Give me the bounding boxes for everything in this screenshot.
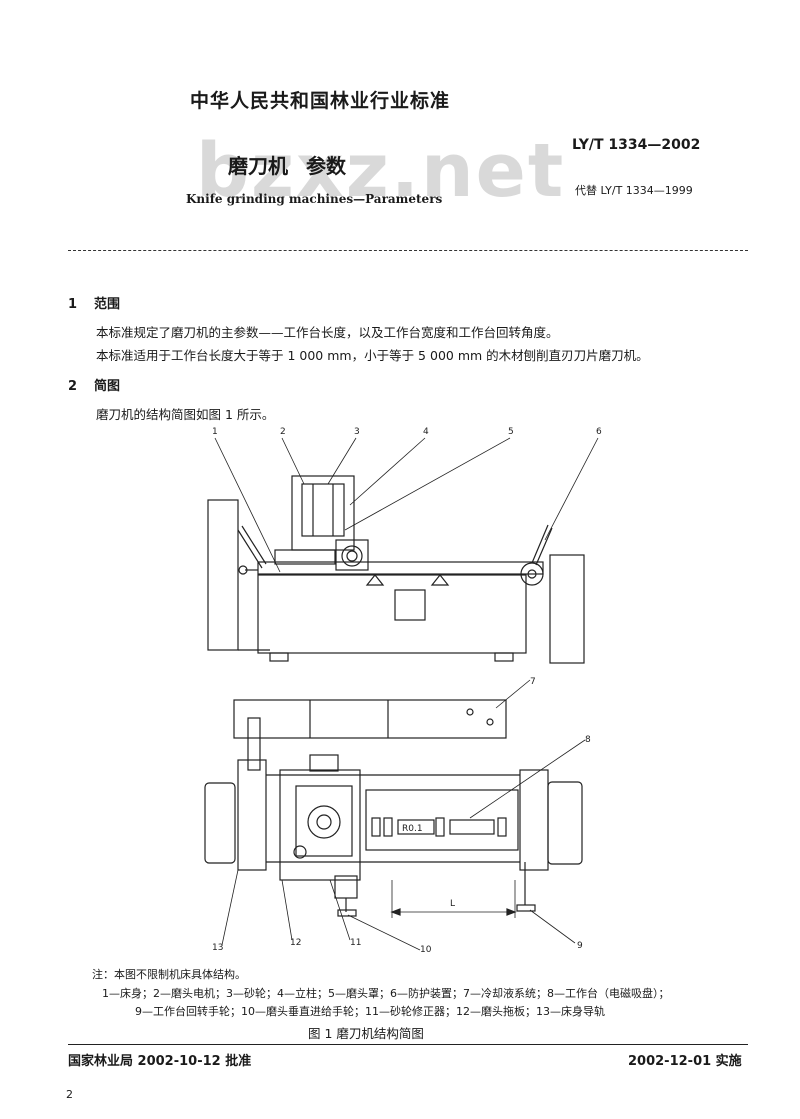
table-clamp bbox=[365, 574, 385, 586]
plan-left-end bbox=[204, 782, 236, 864]
grinding-head-column bbox=[291, 475, 355, 551]
plan-right-end bbox=[547, 781, 583, 865]
document-title-cn: 磨刀机参数 bbox=[228, 150, 346, 179]
section-title: 简图 bbox=[94, 379, 121, 394]
section-number: 2 bbox=[68, 379, 78, 394]
section-1-paragraph-2: 本标准适用于工作台长度大于等于 1 000 mm，小于等于 5 000 mm 的… bbox=[96, 348, 649, 363]
title-main: 磨刀机 bbox=[228, 154, 288, 178]
bed-panel bbox=[394, 589, 426, 621]
callout-2: 2 bbox=[280, 427, 286, 437]
small-label: R0.1 bbox=[402, 824, 423, 834]
standard-code: LY/T 1334—2002 bbox=[572, 137, 701, 153]
section-number: 1 bbox=[68, 297, 78, 312]
callout-13: 13 bbox=[212, 943, 223, 953]
figure-legend-line-2: 9—工作台回转手轮；10—磨头垂直进给手轮；11—砂轮修正器；12—磨头拖板；1… bbox=[135, 1005, 605, 1018]
callout-3: 3 bbox=[354, 427, 360, 437]
bed-foot bbox=[494, 652, 514, 662]
callout-6: 6 bbox=[596, 427, 602, 437]
callout-4: 4 bbox=[423, 427, 429, 437]
front-view-leaders bbox=[214, 437, 599, 573]
section-2-paragraph-1: 磨刀机的结构简图如图 1 所示。 bbox=[96, 407, 275, 422]
head-slide bbox=[274, 549, 336, 565]
front-view bbox=[207, 475, 585, 664]
figure-note: 注：本图不限制机床具体结构。 bbox=[92, 968, 246, 981]
callout-5: 5 bbox=[508, 427, 514, 437]
callout-1: 1 bbox=[212, 427, 218, 437]
left-end-guard bbox=[207, 499, 239, 651]
approval-note: 国家林业局 2002-10-12 批准 bbox=[68, 1054, 252, 1069]
grinding-wheel-guard bbox=[301, 483, 345, 537]
plan-grinding-head bbox=[279, 769, 361, 881]
guard-arm bbox=[531, 524, 549, 564]
rotation-handwheel bbox=[516, 904, 536, 912]
right-end-guard bbox=[549, 554, 585, 664]
title-sub: 参数 bbox=[306, 154, 346, 178]
coolant-tank bbox=[233, 699, 507, 739]
plan-view bbox=[204, 699, 583, 918]
bed-body bbox=[257, 574, 527, 654]
issuing-organization: 中华人民共和国林业行业标准 bbox=[190, 90, 451, 112]
callout-7: 7 bbox=[530, 677, 536, 687]
plan-worktable bbox=[365, 789, 519, 851]
callout-8: 8 bbox=[585, 735, 591, 745]
footer-divider bbox=[68, 1044, 748, 1045]
watermark: bzxz.net bbox=[196, 128, 566, 214]
head-motor-housing bbox=[335, 539, 369, 571]
bed-foot bbox=[269, 652, 289, 662]
callout-12: 12 bbox=[290, 938, 301, 948]
worktable-rail bbox=[257, 561, 544, 575]
plan-grinding-wheel bbox=[307, 805, 341, 839]
header-divider bbox=[68, 250, 748, 251]
table-clamp bbox=[430, 574, 450, 586]
wheel-dresser bbox=[334, 875, 358, 899]
figure-caption: 图 1 磨刀机结构简图 bbox=[308, 1026, 424, 1041]
figure-legend-line-1: 1—床身；2—磨头电机；3—砂轮；4—立柱；5—磨头罩；6—防护装置；7—冷却液… bbox=[102, 987, 670, 1000]
section-title: 范围 bbox=[94, 297, 121, 312]
document-title-en: Knife grinding machines—Parameters bbox=[186, 192, 443, 206]
effective-date: 2002-12-01 实施 bbox=[628, 1054, 742, 1069]
page-number: 2 bbox=[66, 1088, 73, 1101]
plan-view-leaders bbox=[221, 679, 586, 951]
head-feed-handwheel bbox=[293, 845, 307, 859]
section-1-paragraph-1: 本标准规定了磨刀机的主参数——工作台长度，以及工作台宽度和工作台回转角度。 bbox=[96, 325, 559, 340]
callout-11: 11 bbox=[350, 938, 361, 948]
section-1-heading: 1 范围 bbox=[68, 293, 120, 312]
callout-10: 10 bbox=[420, 945, 432, 955]
callout-9: 9 bbox=[577, 941, 583, 951]
replaces-note: 代替 LY/T 1334—1999 bbox=[575, 184, 693, 197]
section-2-heading: 2 简图 bbox=[68, 375, 120, 394]
grinding-head-motor bbox=[341, 545, 363, 567]
dimension-label-L: L bbox=[450, 899, 455, 909]
left-handwheel bbox=[238, 565, 248, 575]
